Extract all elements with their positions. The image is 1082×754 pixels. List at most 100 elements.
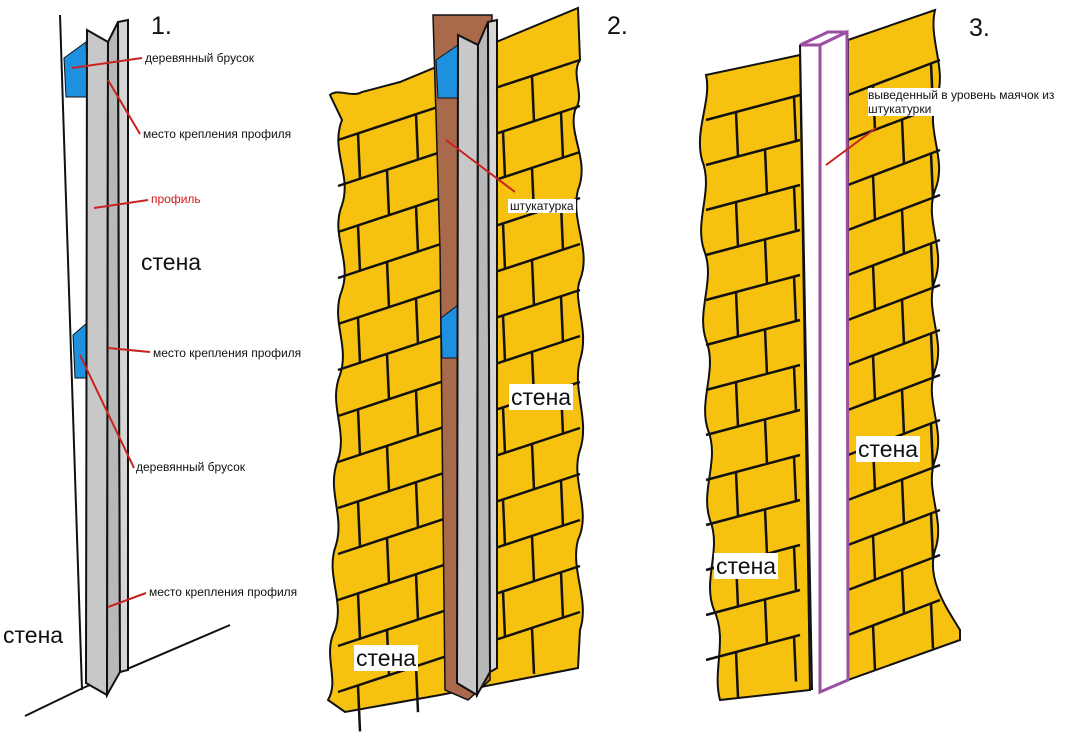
mortar-bed-joint bbox=[847, 193, 941, 232]
label-wall-panel-1-bottom: стена bbox=[1, 622, 66, 648]
panel-3-beacon-body bbox=[800, 45, 822, 690]
label-wall-panel-3-right: стена bbox=[856, 436, 921, 462]
panel-2-profile bbox=[455, 18, 498, 699]
mortar-head-joint bbox=[414, 298, 420, 345]
panel-1-wood-block-top bbox=[63, 41, 89, 98]
mortar-bed-joint bbox=[705, 588, 801, 617]
panel-1-profile-lip bbox=[116, 18, 129, 674]
panel-1-number: 1. bbox=[151, 12, 172, 40]
label-wall-panel-1-center: стена bbox=[139, 249, 204, 275]
mortar-head-joint bbox=[763, 149, 769, 195]
mortar-bed-joint bbox=[705, 318, 801, 347]
mortar-head-joint bbox=[356, 685, 362, 732]
mortar-head-joint bbox=[871, 535, 877, 581]
mortar-head-joint bbox=[900, 299, 906, 345]
label-profile: профиль bbox=[151, 192, 201, 206]
mortar-head-joint bbox=[530, 535, 536, 582]
mortar-head-joint bbox=[871, 265, 877, 311]
label-wood-bar-top: деревянный брусок bbox=[145, 51, 255, 65]
panel-3-brick-wall bbox=[698, 8, 961, 702]
mortar-bed-joint bbox=[705, 228, 801, 257]
mortar-head-joint bbox=[792, 96, 798, 142]
mortar-head-joint bbox=[559, 572, 565, 619]
mortar-head-joint bbox=[929, 423, 935, 469]
leader-profile bbox=[93, 199, 149, 209]
mortar-head-joint bbox=[734, 471, 740, 518]
panel-1-wall-corner-line bbox=[59, 14, 83, 691]
panel-2-number: 2. bbox=[607, 12, 628, 40]
panel-3-beacon-front bbox=[818, 29, 850, 695]
mortar-bed-joint bbox=[705, 183, 801, 212]
mortar-head-joint bbox=[734, 651, 740, 698]
label-wood-bar-bottom: деревянный брусок bbox=[136, 460, 246, 474]
mortar-head-joint bbox=[530, 443, 536, 490]
mortar-head-joint bbox=[900, 209, 906, 255]
mortar-head-joint bbox=[792, 636, 798, 682]
mortar-head-joint bbox=[929, 153, 935, 199]
mortar-head-joint bbox=[792, 276, 798, 322]
mortar-head-joint bbox=[385, 169, 391, 216]
label-plaster: штукатурка bbox=[508, 199, 576, 213]
mortar-head-joint bbox=[501, 131, 507, 178]
mortar-bed-joint bbox=[705, 453, 801, 482]
leader-plaster bbox=[445, 139, 516, 193]
mortar-head-joint bbox=[792, 546, 798, 592]
mortar-bed-joint bbox=[705, 273, 801, 302]
label-beacon: выведенный в уровень маячок из штукатурк… bbox=[868, 88, 1058, 116]
mortar-head-joint bbox=[356, 225, 362, 272]
mortar-bed-joint bbox=[847, 463, 941, 502]
mortar-head-joint bbox=[385, 261, 391, 308]
mortar-head-joint bbox=[929, 513, 935, 559]
mortar-head-joint bbox=[501, 591, 507, 638]
mortar-head-joint bbox=[385, 353, 391, 400]
mortar-head-joint bbox=[929, 333, 935, 379]
mortar-head-joint bbox=[414, 390, 420, 437]
mortar-bed-joint bbox=[847, 283, 941, 322]
mortar-head-joint bbox=[734, 381, 740, 428]
panel-3-number: 3. bbox=[969, 14, 990, 42]
mortar-head-joint bbox=[929, 243, 935, 289]
mortar-head-joint bbox=[734, 291, 740, 338]
mortar-head-joint bbox=[763, 419, 769, 465]
mortar-head-joint bbox=[385, 537, 391, 584]
mortar-head-joint bbox=[929, 603, 935, 649]
leader-wood-bar-top bbox=[71, 57, 143, 69]
mortar-head-joint bbox=[559, 296, 565, 343]
mortar-bed-joint bbox=[705, 363, 801, 392]
mortar-head-joint bbox=[530, 75, 536, 122]
label-mount-2: место крепления профиля bbox=[153, 346, 302, 360]
mortar-head-joint bbox=[871, 625, 877, 671]
mortar-bed-joint bbox=[847, 238, 941, 277]
mortar-bed-joint bbox=[847, 598, 941, 637]
panel-2-profile-lip bbox=[486, 18, 498, 674]
mortar-bed-joint bbox=[847, 508, 941, 547]
leader-beacon bbox=[825, 127, 877, 166]
mortar-head-joint bbox=[763, 239, 769, 285]
mortar-head-joint bbox=[501, 223, 507, 270]
mortar-head-joint bbox=[763, 329, 769, 375]
mortar-bed-joint bbox=[847, 373, 941, 412]
mortar-bed-joint bbox=[705, 93, 801, 122]
mortar-head-joint bbox=[414, 482, 420, 529]
mortar-bed-joint bbox=[705, 498, 801, 527]
mortar-bed-joint bbox=[847, 328, 941, 367]
label-mount-1: место крепления профиля bbox=[143, 127, 292, 141]
panel-2-profile-face bbox=[455, 33, 480, 697]
panel-1-profile bbox=[84, 18, 129, 699]
mortar-head-joint bbox=[792, 366, 798, 412]
panel-3-wall-corner-line bbox=[799, 44, 813, 691]
label-wall-panel-2-right: стена bbox=[509, 384, 574, 410]
mortar-head-joint bbox=[900, 119, 906, 165]
mortar-bed-joint bbox=[847, 148, 941, 187]
leader-mount-2 bbox=[107, 347, 151, 353]
mortar-head-joint bbox=[414, 206, 420, 253]
panel-1-floor-line-left bbox=[24, 687, 84, 717]
mortar-head-joint bbox=[356, 501, 362, 548]
mortar-head-joint bbox=[501, 407, 507, 454]
mortar-head-joint bbox=[900, 479, 906, 525]
mortar-head-joint bbox=[734, 201, 740, 248]
mortar-bed-joint bbox=[847, 553, 941, 592]
mortar-head-joint bbox=[900, 569, 906, 615]
mortar-head-joint bbox=[356, 133, 362, 180]
